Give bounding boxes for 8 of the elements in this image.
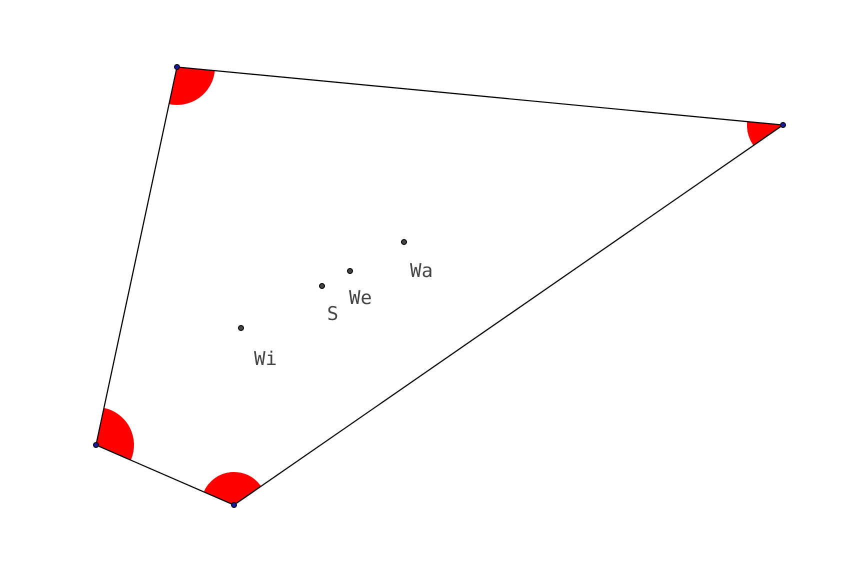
polygon-side <box>98 446 232 504</box>
point-label: S <box>327 305 338 324</box>
polygon-side <box>236 126 781 504</box>
point-label: We <box>349 289 372 308</box>
polygon-side <box>96 70 177 442</box>
point-label: Wi <box>254 350 277 369</box>
point-label: Wa <box>410 262 433 281</box>
polygon-side <box>180 66 780 126</box>
